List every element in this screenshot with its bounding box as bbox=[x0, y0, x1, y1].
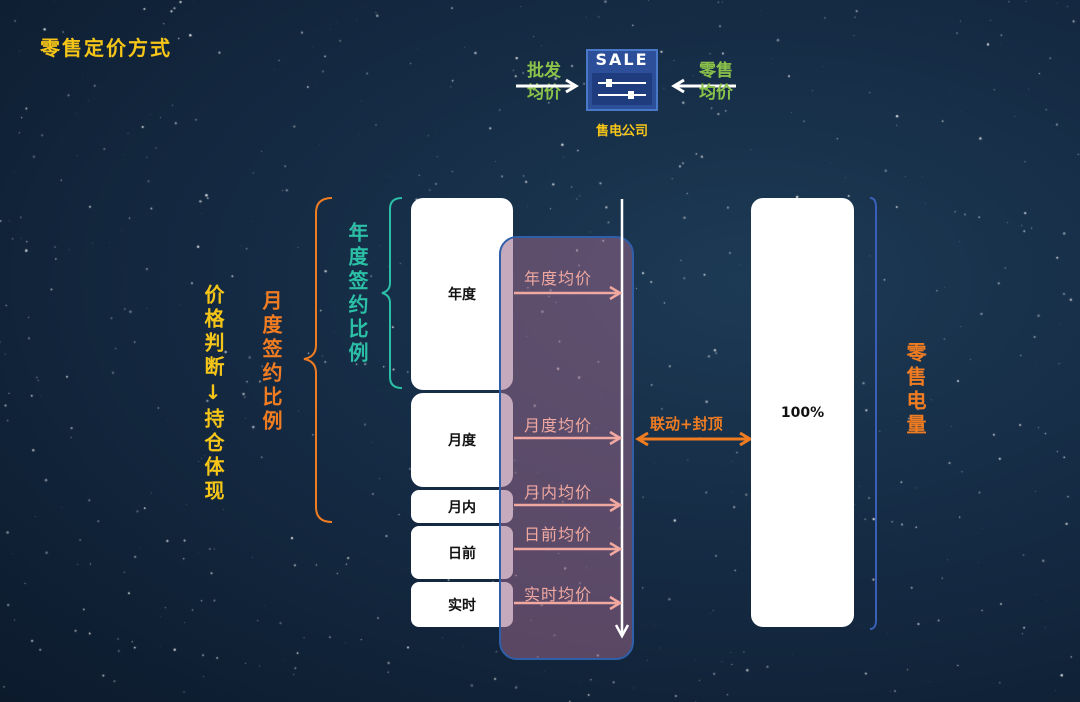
price-arrows bbox=[514, 199, 630, 639]
price-label-realtime: 实时均价 bbox=[524, 585, 593, 604]
period-box-intramonth: 月内 bbox=[411, 490, 513, 523]
period-box-annual: 年度 bbox=[411, 198, 513, 390]
page-title: 零售定价方式 bbox=[40, 36, 172, 60]
sale-icon bbox=[586, 49, 658, 111]
annual-bracket bbox=[381, 197, 403, 389]
retail-bracket bbox=[869, 197, 877, 630]
retail-price-label: 零售 均价 bbox=[699, 61, 733, 103]
annual-ratio-label: 年度签约比例 bbox=[345, 222, 369, 366]
link-cap-label: 联动+封顶 bbox=[650, 415, 723, 433]
period-box-monthly: 月度 bbox=[411, 393, 513, 487]
company-label: 售电公司 bbox=[595, 124, 648, 139]
wholesale-arrow-icon bbox=[516, 78, 579, 94]
price-label-dayahead: 日前均价 bbox=[524, 525, 593, 544]
retail-arrow-icon bbox=[671, 78, 736, 94]
retail-volume-box: 100% bbox=[751, 198, 854, 627]
wholesale-price-label: 批发 均价 bbox=[527, 61, 561, 103]
period-box-dayahead: 日前 bbox=[411, 526, 513, 579]
price-label-annual: 年度均价 bbox=[524, 269, 593, 288]
monthly-ratio-label: 月度签约比例 bbox=[259, 290, 283, 434]
price-judgment-label: 价格判断↓持仓体现 bbox=[201, 284, 225, 504]
link-double-arrow-icon bbox=[635, 431, 753, 447]
retail-volume-label: 零售电量 bbox=[903, 342, 927, 438]
monthly-bracket bbox=[303, 197, 333, 523]
price-label-monthly: 月度均价 bbox=[524, 416, 593, 435]
price-overlay-panel bbox=[499, 236, 634, 660]
sale-sign-text: SALE bbox=[595, 50, 649, 69]
period-box-realtime: 实时 bbox=[411, 582, 513, 627]
price-label-intramonth: 月内均价 bbox=[524, 483, 593, 502]
